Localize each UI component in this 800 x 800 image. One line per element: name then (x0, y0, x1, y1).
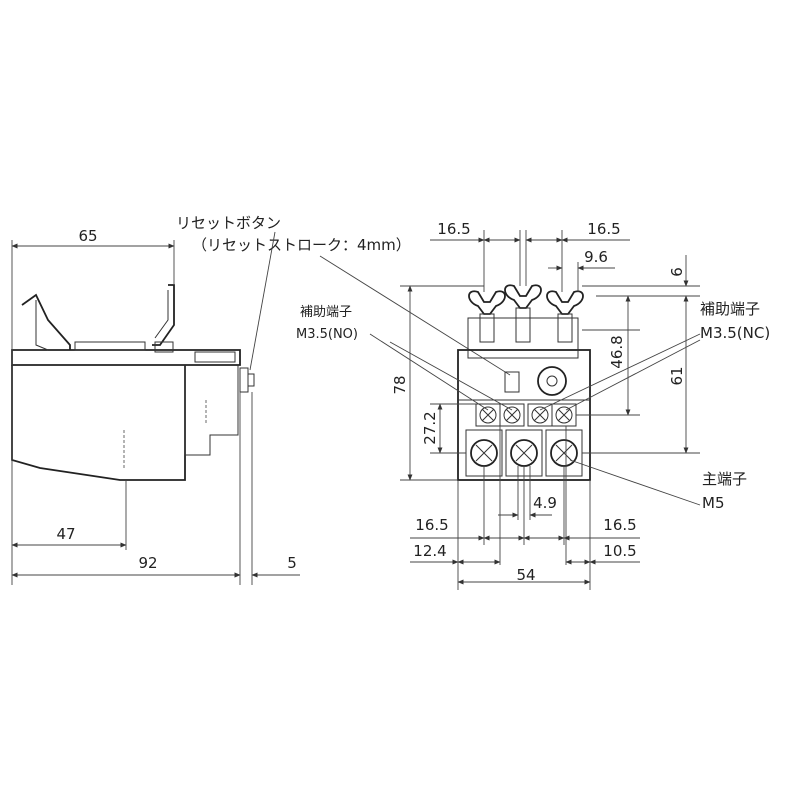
side-view: 65 47 92 5 (11, 227, 300, 585)
aux-terminal-no-label: 補助端子 (300, 305, 352, 320)
reset-button-side (239, 367, 249, 393)
fork-terminal-right (546, 290, 584, 343)
reset-button-label: リセットボタン (176, 214, 281, 232)
dim-top-16-5-right: 16.5 (587, 220, 620, 238)
dim-61: 61 (668, 366, 686, 385)
reset-stroke-note: （リセットストローク：4mm） (192, 236, 411, 254)
dim-54: 54 (516, 566, 535, 584)
adjust-dial (537, 366, 567, 396)
dim-12-4: 12.4 (413, 542, 446, 560)
dim-92: 92 (138, 554, 157, 572)
dim-65: 65 (78, 227, 97, 245)
main-terminal-label: 主端子 (702, 470, 747, 488)
aux-terminal-nc-label: 補助端子 (700, 300, 760, 318)
dim-78: 78 (391, 375, 409, 394)
dim-6: 6 (668, 267, 686, 277)
fork-terminal-center (504, 284, 542, 343)
dim-47: 47 (56, 525, 75, 543)
dim-bottom-16-5-right: 16.5 (603, 516, 636, 534)
aux-terminal-nc-callout: 補助端子 M3.5(NC) (539, 300, 770, 411)
side-bracket-left (21, 293, 71, 350)
dim-9-6: 9.6 (584, 248, 608, 266)
main-terminal-spec: M5 (702, 494, 725, 512)
dim-4-9: 4.9 (533, 494, 557, 512)
side-body-rear (184, 365, 239, 456)
aux-terminal-no-callout: 補助端子 M3.5(NO) (296, 305, 513, 411)
dim-27-2: 27.2 (421, 411, 439, 444)
side-body (11, 365, 186, 481)
aux-terminal-nc-spec: M3.5(NC) (700, 324, 770, 342)
dim-bottom-16-5-left: 16.5 (415, 516, 448, 534)
dim-46-8: 46.8 (608, 335, 626, 368)
fork-terminal-left (468, 290, 506, 343)
reset-lever (152, 284, 175, 346)
dim-top-16-5-left: 16.5 (437, 220, 470, 238)
front-view: 16.5 16.5 9.6 6 78 27.2 46.8 61 (391, 220, 700, 590)
dim-5: 5 (287, 554, 297, 572)
reset-button-callout: リセットボタン （リセットストローク：4mm） (176, 214, 511, 376)
reset-button-front (504, 371, 520, 393)
aux-terminal-no-spec: M3.5(NO) (296, 327, 358, 342)
main-terminal-callout: 主端子 M5 (569, 459, 747, 512)
dim-10-5: 10.5 (603, 542, 636, 560)
aux-screws (475, 403, 577, 427)
